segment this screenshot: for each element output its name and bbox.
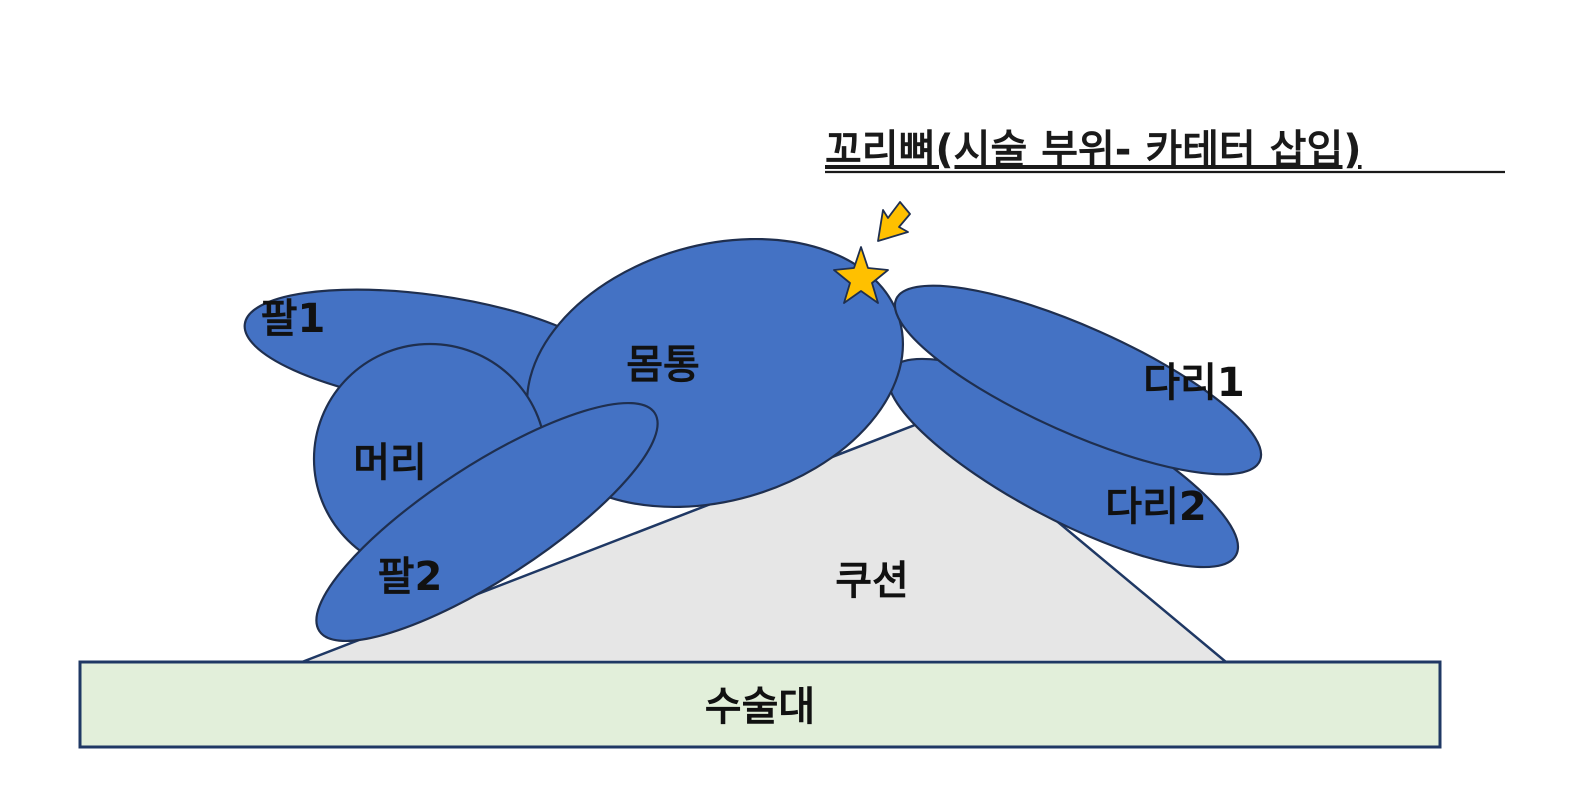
arm-1-label: 팔1 — [261, 296, 326, 342]
torso-label: 몸통 — [626, 342, 700, 388]
leg-1-label: 다리1 — [1143, 360, 1244, 406]
arrow-down-left-icon — [877, 201, 911, 242]
arm-2 — [315, 401, 659, 643]
leg-1 — [893, 284, 1263, 476]
cushion-label: 쿠션 — [835, 558, 909, 604]
star-icon — [833, 246, 889, 304]
head-label: 머리 — [353, 440, 427, 486]
arm-2-label: 팔2 — [378, 554, 443, 600]
table-label: 수술대 — [705, 684, 815, 730]
leg-2-label: 다리2 — [1105, 484, 1206, 530]
procedure-site-title: 꼬리뼈(시술 부위- 카테터 삽입) — [825, 127, 1362, 173]
operating-table — [78, 660, 1442, 749]
